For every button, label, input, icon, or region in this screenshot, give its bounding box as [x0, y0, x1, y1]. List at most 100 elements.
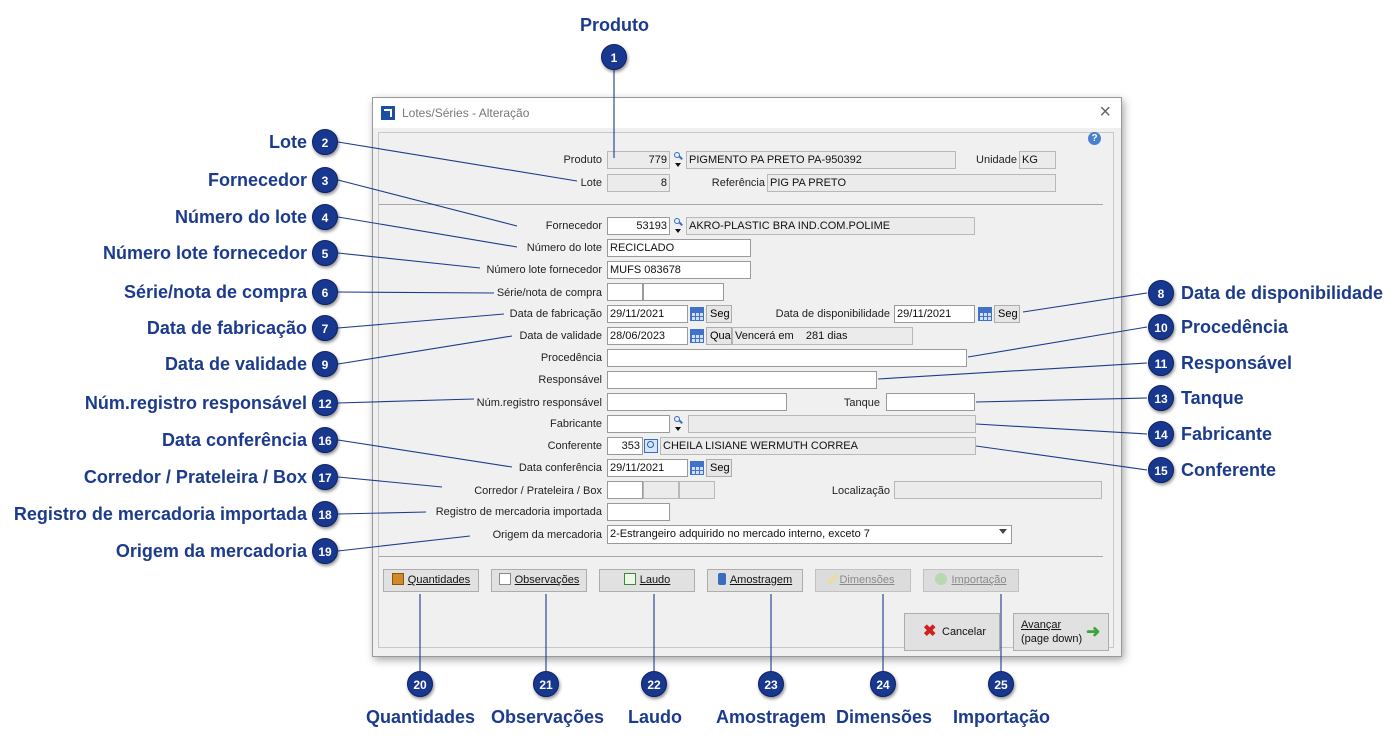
callout-label-5: Número lote fornecedor — [102, 243, 307, 263]
callout-label-6: Série/nota de compra — [123, 282, 307, 302]
data-validade-field[interactable]: 28/06/2023 — [607, 327, 688, 345]
callout-badge-6: 6 — [312, 279, 338, 305]
amostragem-button[interactable]: Amostragem — [707, 569, 803, 592]
vencera-field: Vencerá em 281 dias — [732, 327, 913, 345]
callout-badge-3: 3 — [312, 167, 338, 193]
callout-badge-1: 1 — [601, 44, 627, 70]
procedencia-label: Procedência — [540, 352, 602, 364]
callout-label-12: Núm.registro responsável — [84, 393, 307, 413]
num-registro-field[interactable] — [607, 393, 787, 411]
laudo-button[interactable]: Laudo — [599, 569, 695, 592]
conferente-code-field[interactable]: 353 — [607, 437, 643, 455]
importacao-button[interactable]: Importação — [923, 569, 1019, 592]
callout-badge-22: 22 — [641, 671, 667, 697]
box-field[interactable] — [679, 481, 715, 499]
procedencia-field[interactable] — [607, 349, 967, 367]
help-icon[interactable]: ? — [1088, 132, 1101, 145]
fornecedor-name-field: AKRO-PLASTIC BRA IND.COM.POLIME — [686, 217, 975, 235]
lotes-series-dialog: Lotes/Séries - Alteração × ? Produto 779… — [372, 97, 1122, 657]
callout-label-19: Origem da mercadoria — [115, 541, 307, 561]
dialog-title: Lotes/Séries - Alteração — [402, 106, 530, 120]
callout-label-20: Quantidades — [366, 707, 476, 727]
document-icon — [498, 573, 511, 586]
produto-name-field: PIGMENTO PA PRETO PA-950392 — [686, 151, 956, 169]
avancar-button-label: Avançar — [1021, 619, 1062, 631]
produto-label: Produto — [563, 154, 602, 166]
data-disponibilidade-field[interactable]: 29/11/2021 — [894, 305, 975, 323]
callout-label-23: Amostragem — [716, 707, 827, 727]
fabricante-code-field[interactable] — [607, 415, 670, 433]
callout-label-2: Lote — [269, 132, 307, 152]
sample-icon — [717, 573, 726, 586]
conferente-name-field: CHEILA LISIANE WERMUTH CORREA — [660, 437, 976, 455]
fabricante-label: Fabricante — [550, 418, 602, 430]
title-bar: Lotes/Séries - Alteração × — [373, 98, 1121, 128]
fornecedor-search-icon[interactable] — [673, 217, 683, 235]
origem-label: Origem da mercadoria — [492, 529, 602, 541]
produto-code-field[interactable]: 779 — [607, 151, 670, 169]
responsavel-field[interactable] — [607, 371, 877, 389]
cancel-x-icon: ✖ — [923, 623, 937, 640]
unidade-label: Unidade — [976, 154, 1017, 166]
calendar-icon[interactable] — [690, 307, 704, 321]
avancar-button[interactable]: Avançar (page down) ➜ — [1013, 613, 1109, 651]
data-fabricacao-field[interactable]: 29/11/2021 — [607, 305, 688, 323]
conferente-search-icon[interactable] — [644, 439, 658, 453]
cancelar-button-label: Cancelar — [942, 626, 987, 638]
callout-badge-9: 9 — [312, 351, 338, 377]
origem-select[interactable]: 2-Estrangeiro adquirido no mercado inter… — [607, 525, 1012, 544]
callout-label-24: Dimensões — [836, 707, 933, 727]
callout-badge-4: 4 — [312, 204, 338, 230]
quantidades-button[interactable]: Quantidades — [383, 569, 479, 592]
ruler-icon — [827, 573, 840, 585]
separator — [379, 556, 1103, 557]
prateleira-field[interactable] — [643, 481, 679, 499]
cancelar-button[interactable]: ✖ Cancelar — [904, 613, 1000, 651]
quantidades-button-label: Quantidades — [407, 574, 471, 586]
fabricante-search-icon[interactable] — [673, 415, 683, 433]
numero-lote-field[interactable]: RECICLADO — [607, 239, 751, 257]
callout-badge-13: 13 — [1148, 385, 1174, 411]
callout-badge-8: 8 — [1148, 280, 1174, 306]
fornecedor-code-field[interactable]: 53193 — [607, 217, 670, 235]
calendar-icon[interactable] — [690, 461, 704, 475]
app-icon — [381, 106, 395, 120]
lote-field: 8 — [607, 174, 670, 192]
serie-field[interactable] — [607, 283, 643, 301]
data-conferencia-label: Data conferência — [518, 462, 602, 474]
numero-lote-label: Número do lote — [526, 242, 602, 254]
chevron-down-icon — [999, 529, 1007, 534]
unidade-field: KG — [1019, 151, 1056, 169]
callout-label-18: Registro de mercadoria importada — [13, 504, 307, 524]
callout-badge-19: 19 — [312, 538, 338, 564]
registro-importada-label: Registro de mercadoria importada — [435, 506, 602, 518]
numero-lote-fornecedor-field[interactable]: MUFS 083678 — [607, 261, 751, 279]
dimensoes-button[interactable]: Dimensões — [815, 569, 911, 592]
callout-label-16: Data conferência — [161, 430, 307, 450]
separator — [379, 204, 1103, 205]
callout-label-17: Corredor / Prateleira / Box — [83, 467, 307, 487]
corredor-field[interactable] — [607, 481, 643, 499]
callout-badge-14: 14 — [1148, 421, 1174, 447]
tanque-field[interactable] — [886, 393, 975, 411]
data-conferencia-field[interactable]: 29/11/2021 — [607, 459, 688, 477]
calendar-icon[interactable] — [978, 307, 992, 321]
lote-label: Lote — [580, 177, 602, 189]
produto-search-icon[interactable] — [673, 151, 683, 169]
callout-badge-17: 17 — [312, 464, 338, 490]
data-fabricacao-weekday: Seg — [706, 305, 732, 323]
observacoes-button[interactable]: Observações — [491, 569, 587, 592]
report-icon — [623, 573, 636, 586]
fabricante-name-field — [688, 415, 976, 433]
corredor-label: Corredor / Prateleira / Box — [474, 485, 602, 497]
registro-importada-field[interactable] — [607, 503, 670, 521]
calendar-icon[interactable] — [690, 329, 704, 343]
data-validade-weekday: Qua — [706, 327, 732, 345]
callout-label-14: Fabricante — [1181, 424, 1273, 444]
callout-label-22: Laudo — [628, 707, 682, 727]
arrow-right-icon: ➜ — [1086, 622, 1101, 641]
nota-field[interactable] — [643, 283, 724, 301]
responsavel-label: Responsável — [538, 374, 602, 386]
close-icon[interactable]: × — [1099, 101, 1111, 123]
data-disponibilidade-label: Data de disponibilidade — [775, 308, 890, 320]
